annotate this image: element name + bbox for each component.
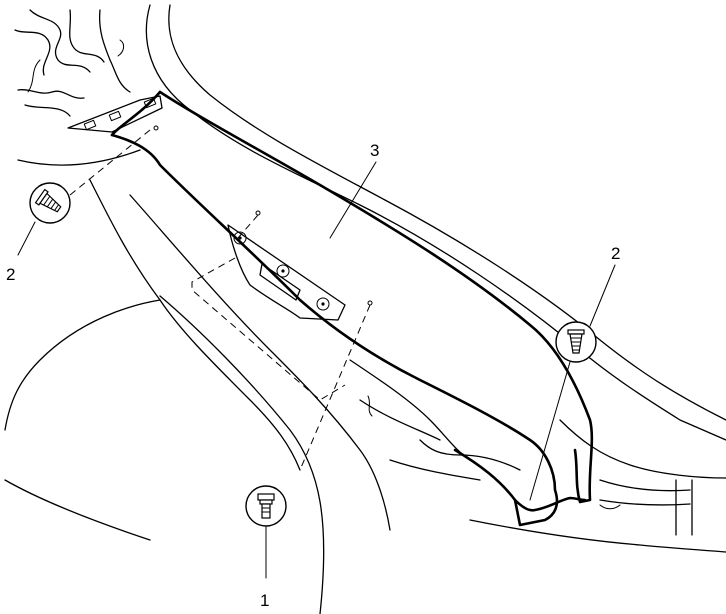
callout-1: 1 [245,485,287,610]
callout-2-left: 2 [6,182,71,284]
callout-label-2-right: 2 [611,244,620,263]
install-guide-dashes [69,129,371,471]
callout-label-1: 1 [260,591,269,610]
pillar-trim-part-3 [67,90,594,527]
callout-3: 3 [329,141,379,239]
clip-icon [34,188,62,213]
callout-label-2-left: 2 [6,265,15,284]
bolt-icon [257,493,275,519]
callout-label-3: 3 [370,141,379,160]
vehicle-body-lines [4,4,726,614]
clip-icon [567,329,585,354]
callout-2-right: 2 [529,244,620,501]
